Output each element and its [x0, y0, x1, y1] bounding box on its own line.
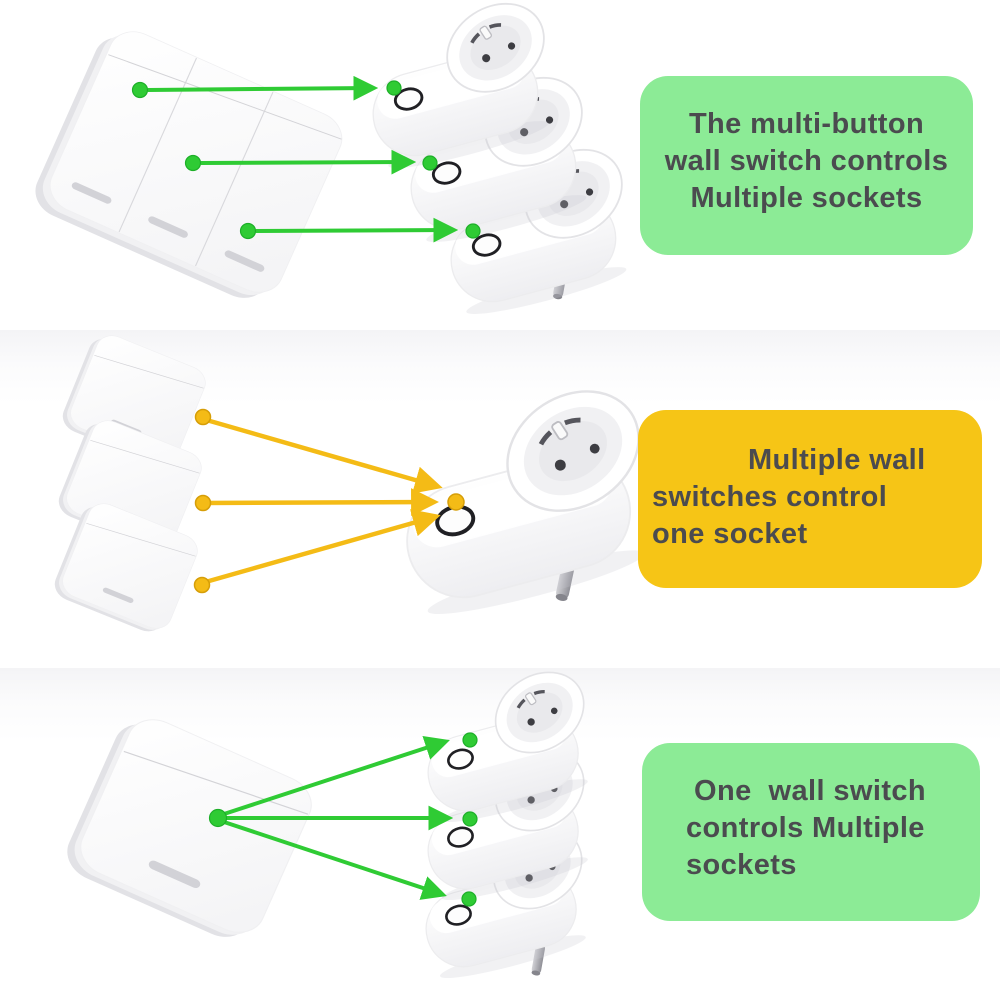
caption-line: one socket: [652, 518, 808, 550]
connection-dot: [193, 576, 211, 594]
connection-dot: [239, 222, 257, 240]
caption-multi-button-controls-multiple-sockets: The multi-button wall switch controls Mu…: [640, 76, 973, 255]
connection-arrow: [200, 149, 417, 175]
connection-dot: [131, 81, 149, 99]
caption-line: wall switch controls: [664, 145, 949, 177]
caption-line: Multiple sockets: [690, 182, 923, 214]
wall-switch-large: [58, 705, 321, 951]
connection-dot: [462, 732, 478, 748]
connection-dot: [465, 223, 481, 239]
connection-arrow: [202, 416, 443, 494]
connection-dot: [462, 811, 478, 827]
connection-dot: [447, 493, 465, 511]
connection-dot: [461, 891, 477, 907]
caption-line: switches control: [652, 481, 888, 513]
smart-socket-4: [404, 648, 618, 832]
connection-dot: [184, 154, 202, 172]
caption-line: controls Multiple: [686, 812, 925, 844]
connections-section-1: [147, 75, 459, 243]
connection-dot: [194, 408, 212, 426]
caption-multiple-switches-control-one-socket: Multiple wall switches control one socke…: [638, 410, 982, 588]
connection-arrow: [223, 820, 447, 900]
connection-arrow: [202, 488, 439, 517]
connections-section-3: [223, 736, 454, 900]
connection-dot: [208, 808, 228, 828]
caption-line: Multiple wall: [748, 444, 926, 476]
connection-arrow: [223, 736, 450, 816]
connection-dot: [422, 155, 438, 171]
connection-arrow: [255, 217, 459, 243]
caption-line: sockets: [686, 849, 797, 881]
caption-one-switch-controls-multiple-sockets: One wall switch controls Multiple socket…: [642, 743, 980, 921]
connection-arrow: [201, 509, 441, 586]
caption-line: The multi-button: [688, 108, 925, 140]
connection-dot: [194, 494, 212, 512]
caption-line: One wall switch: [694, 775, 927, 807]
connection-dot: [386, 80, 402, 96]
connections-section-2: [201, 416, 443, 586]
connection-arrow: [147, 75, 379, 101]
